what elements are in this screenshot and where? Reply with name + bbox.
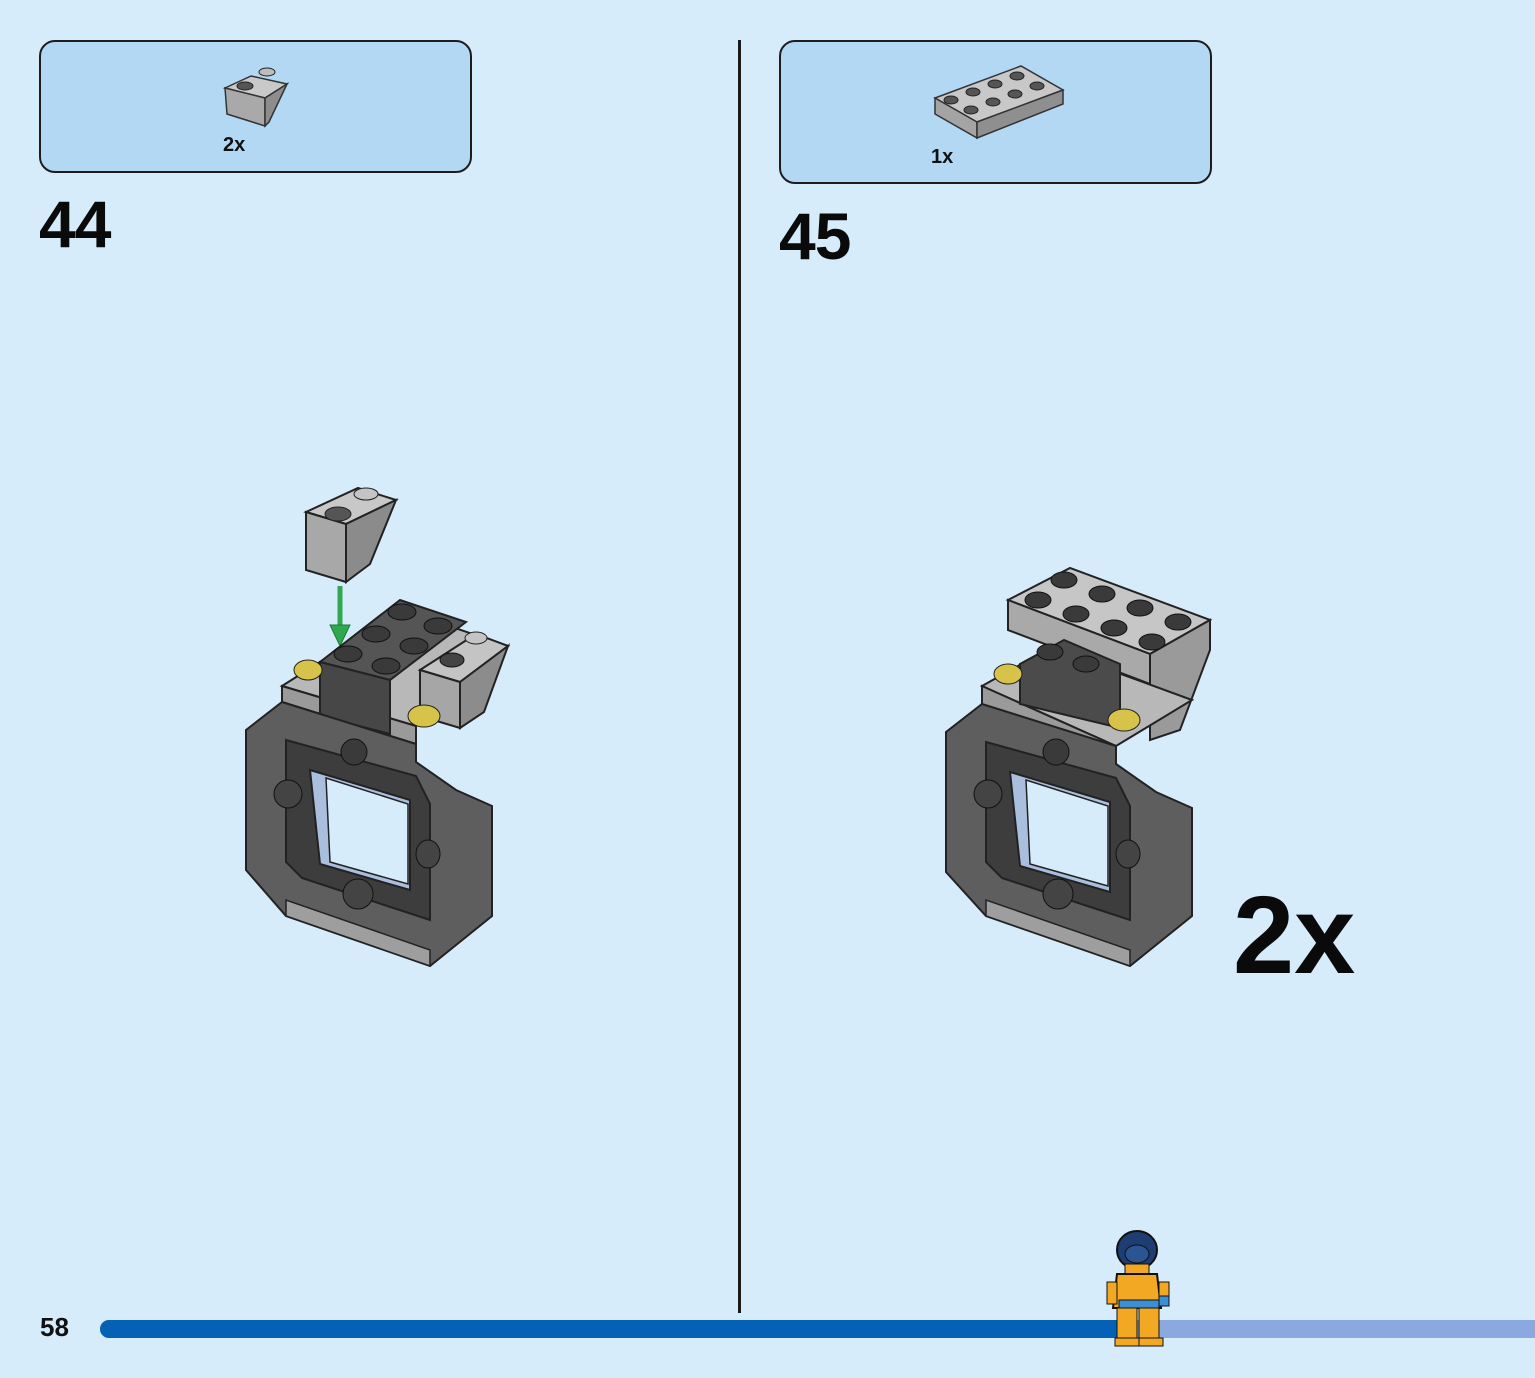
page-number: 58 (40, 1312, 69, 1342)
step-number-45: 45 (779, 199, 851, 273)
step-44-model-illustration (245, 486, 511, 968)
build-multiplier: 2x (1233, 874, 1356, 997)
progress-bar (100, 1320, 1535, 1338)
part-quantity: 2x (223, 134, 246, 156)
step-divider (738, 40, 741, 1313)
inverted-slope-part-icon (222, 67, 289, 128)
part-quantity: 1x (931, 146, 954, 168)
parts-list-box-step-44: 2x (39, 40, 472, 173)
step-number-44: 44 (39, 187, 111, 261)
progress-bar-fill (100, 1320, 1134, 1338)
step-45-model-illustration (945, 566, 1213, 968)
parts-list-box-step-45: 1x (779, 40, 1212, 184)
astronaut-minifigure-icon (1106, 1230, 1170, 1347)
plate-2x4-part-icon (933, 65, 1065, 140)
